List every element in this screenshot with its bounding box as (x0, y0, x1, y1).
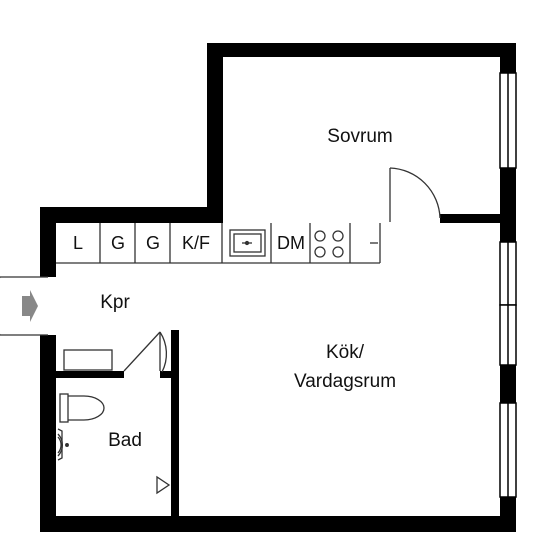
cabinet-label-l: L (72, 233, 83, 253)
windows (499, 72, 517, 498)
wall-partition-bath-top (56, 371, 124, 378)
floor-drain-icon (156, 475, 171, 495)
cabinet-label-g1: G (110, 233, 125, 253)
door-bedroom (389, 167, 441, 222)
wall-top-left (40, 207, 222, 223)
toilet-icon (59, 393, 105, 423)
wall-right-2 (500, 168, 516, 242)
room-label-sovrum: Sovrum (327, 126, 393, 147)
door-entrance (0, 276, 48, 336)
wall-bedroom-top (207, 43, 516, 57)
room-label-kpr: Kpr (100, 292, 130, 313)
cabinet-label-g2: G (145, 233, 160, 253)
entrance-arrow-icon (22, 290, 38, 322)
washbasin-icon (57, 428, 69, 461)
kitchen-counter (56, 223, 381, 264)
wall-right-4 (500, 497, 516, 532)
wall-left-upper (40, 207, 56, 277)
cabinet-label-dm: DM (277, 233, 305, 253)
door-bathroom (123, 331, 168, 373)
sink-icon (229, 229, 266, 257)
wall-partition-bath-right (171, 330, 179, 522)
wall-left-lower (40, 335, 56, 532)
wall-partition-bath-door-stub (160, 371, 179, 378)
room-label-kok-line2: Vardagsrum (293, 371, 397, 392)
wall-partition-bedroom (440, 214, 516, 223)
wall-bedroom-left (207, 43, 223, 223)
room-label-kok-line1: Kök/ (325, 342, 365, 363)
hall-shelf (63, 349, 113, 371)
stove-icon (314, 230, 344, 258)
cabinet-label-kf: K/F (181, 233, 210, 253)
wall-bottom (40, 516, 516, 532)
walls (40, 43, 516, 532)
wall-right-3 (500, 365, 516, 403)
wall-right-1 (500, 43, 516, 73)
room-label-bad: Bad (108, 430, 142, 451)
